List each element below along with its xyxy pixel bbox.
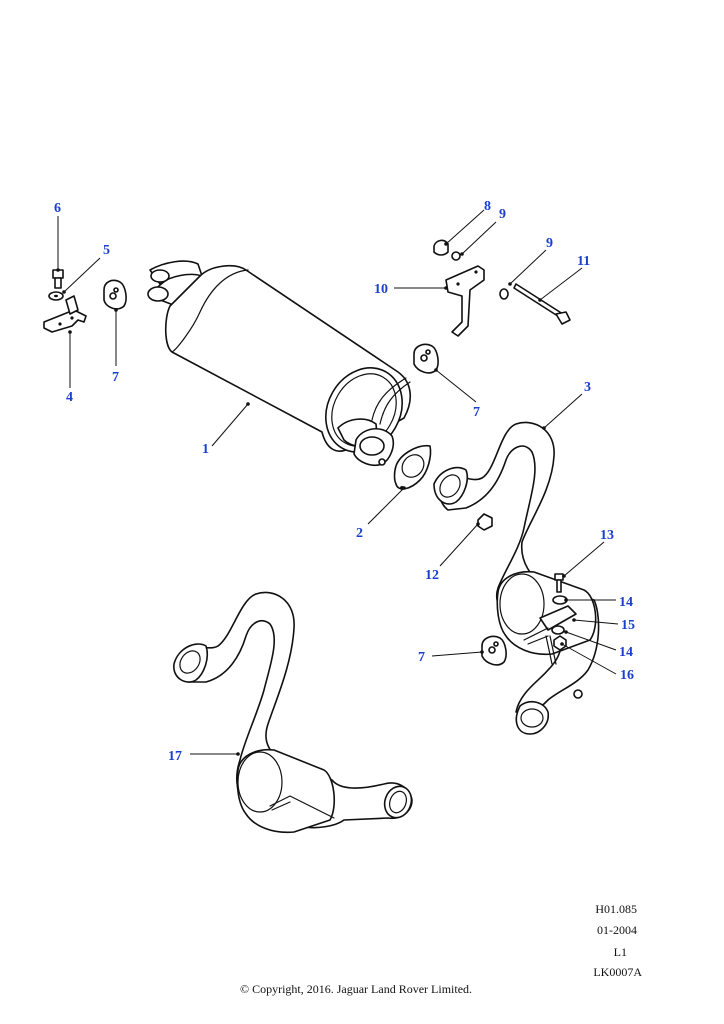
- diagram-code: LK0007A: [593, 965, 642, 979]
- callout-9b[interactable]: 9: [546, 236, 553, 251]
- callout-14b[interactable]: 14: [619, 645, 633, 660]
- bracket-part-15[interactable]: [523, 605, 577, 665]
- copyright-notice: © Copyright, 2016. Jaguar Land Rover Lim…: [239, 982, 473, 996]
- callout-15[interactable]: 15: [621, 618, 635, 633]
- callout-13[interactable]: 13: [600, 528, 614, 543]
- nut-part-16[interactable]: [553, 635, 567, 651]
- nut-part-12[interactable]: [477, 513, 493, 531]
- washer-part-9b[interactable]: [499, 288, 509, 300]
- callout-6[interactable]: 6: [54, 201, 61, 216]
- callout-2[interactable]: 2: [356, 526, 363, 541]
- callout-7b[interactable]: 7: [473, 405, 480, 420]
- washer-part-14b[interactable]: [551, 625, 565, 635]
- washer-part-9a[interactable]: [451, 251, 461, 261]
- bracket-part-4[interactable]: [43, 295, 87, 333]
- callout-4[interactable]: 4: [66, 390, 73, 405]
- callout-14a[interactable]: 14: [619, 595, 633, 610]
- callout-11[interactable]: 11: [577, 254, 590, 269]
- callout-17[interactable]: 17: [168, 749, 182, 764]
- callout-8[interactable]: 8: [484, 199, 491, 214]
- callout-5[interactable]: 5: [103, 243, 110, 258]
- diagram-reference: H01.085: [595, 902, 637, 916]
- bolt-part-13[interactable]: [554, 573, 564, 593]
- callout-16[interactable]: 16: [620, 668, 634, 683]
- tailpipe-assembly-part[interactable]: [433, 421, 600, 735]
- rear-silencer-part[interactable]: [147, 260, 417, 467]
- alternative-tailpipe-part[interactable]: [173, 591, 416, 834]
- callout-1[interactable]: 1: [202, 442, 209, 457]
- rubber-mount-part-7c[interactable]: [481, 635, 507, 666]
- bolt-part-11[interactable]: [513, 283, 571, 325]
- washer-part-5[interactable]: [48, 291, 64, 301]
- callout-3[interactable]: 3: [584, 380, 591, 395]
- callout-7a[interactable]: 7: [112, 370, 119, 385]
- callout-9a[interactable]: 9: [499, 207, 506, 222]
- bolt-part-6[interactable]: [52, 269, 64, 289]
- leader-lines: [56, 209, 619, 756]
- flange-gasket-part[interactable]: [393, 444, 432, 490]
- rubber-mount-part-7a[interactable]: [103, 279, 127, 310]
- rubber-mount-part-7b[interactable]: [413, 343, 439, 374]
- hanger-bracket-part-10[interactable]: [445, 265, 485, 337]
- callout-labels: 6 5 4 7 1 8 9 10 7 9 11 3 2 12 13 14 15 …: [54, 199, 635, 764]
- callout-12[interactable]: 12: [425, 568, 439, 583]
- diagram-date: 01-2004: [597, 923, 637, 937]
- diagram-level: L1: [613, 945, 627, 959]
- callout-10[interactable]: 10: [374, 282, 388, 297]
- callout-7c[interactable]: 7: [418, 650, 425, 665]
